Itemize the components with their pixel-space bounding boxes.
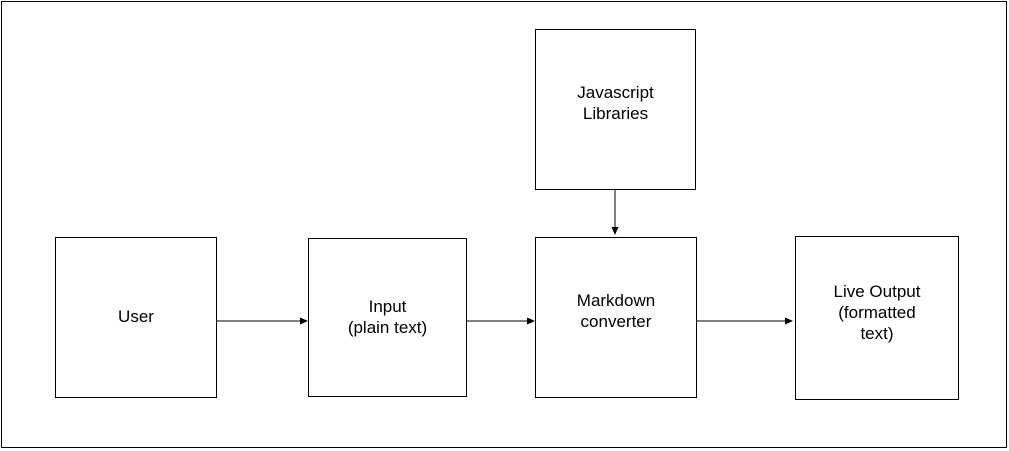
node-live-output: Live Output (formatted text) <box>795 236 959 400</box>
node-markdown-converter-label: Markdown converter <box>576 290 656 331</box>
node-input: Input (plain text) <box>308 238 467 397</box>
node-live-output-label: Live Output (formatted text) <box>833 281 921 343</box>
node-user: User <box>55 237 217 398</box>
node-javascript-libraries-label: Javascript Libraries <box>577 82 654 123</box>
node-input-label: Input (plain text) <box>347 296 428 337</box>
node-user-label: User <box>118 306 154 326</box>
node-javascript-libraries: Javascript Libraries <box>535 29 696 190</box>
node-markdown-converter: Markdown converter <box>535 237 697 398</box>
